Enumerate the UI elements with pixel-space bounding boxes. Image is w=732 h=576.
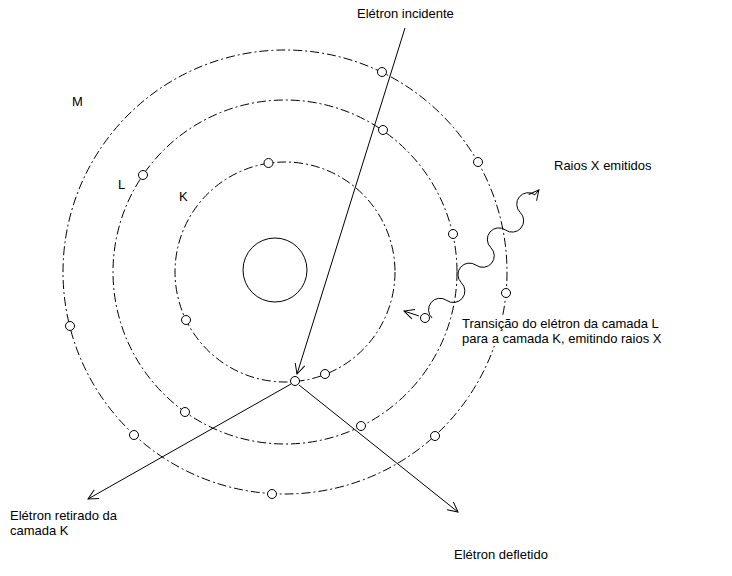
electron [182, 316, 191, 325]
electron [378, 68, 387, 77]
electron [264, 159, 273, 168]
text-label: Elétron incidente [355, 6, 456, 21]
electron [321, 370, 330, 379]
nucleus [243, 238, 307, 302]
shell-k [175, 162, 395, 382]
text-label: M [70, 94, 85, 109]
electron [291, 377, 300, 386]
electron [357, 422, 366, 431]
text-label: Raios X emitidos [552, 158, 654, 173]
electron [139, 171, 148, 180]
electron [66, 322, 75, 331]
text-label: Elétron defletido [452, 547, 550, 562]
ejected-electron-arrow [88, 384, 291, 499]
shell-m [63, 50, 507, 494]
shell-l [113, 100, 457, 444]
text-label: Elétron retirado da camada K [8, 508, 140, 538]
electrons [66, 68, 511, 499]
electron [130, 431, 139, 440]
electron [449, 230, 458, 239]
electron [502, 289, 511, 298]
electron [379, 126, 388, 135]
text-label: K [177, 189, 190, 204]
transition-arrow [404, 311, 419, 316]
deflected-electron-arrow [299, 385, 458, 512]
electron [181, 408, 190, 417]
x-ray-wave [429, 190, 539, 318]
electron [268, 490, 277, 499]
text-label: L [116, 177, 127, 192]
electron [421, 314, 430, 323]
electron [474, 158, 483, 167]
text-label: Transição do elétron da camada L para a … [460, 316, 689, 346]
electron [431, 432, 440, 441]
incident-electron-arrow [297, 28, 405, 374]
